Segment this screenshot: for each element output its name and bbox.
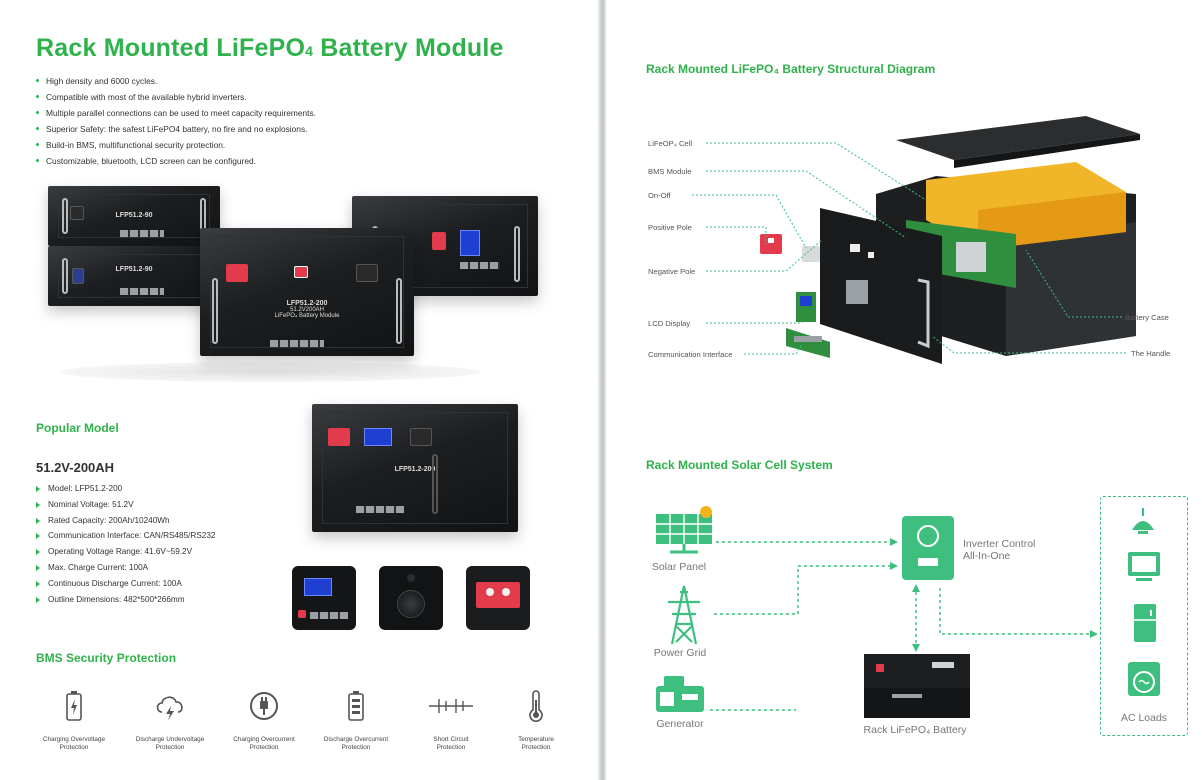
spec-item: Model: LFP51.2-200 [36,481,215,497]
spec-item: Continuous Discharge Current: 100A [36,576,215,592]
popular-model-heading: Popular Model [36,421,119,435]
power-grid-icon [668,585,700,645]
terminal-detail [466,566,530,630]
battery-label: LFP51.2-200 51.2V200AH LiFePO₄ Battery M… [274,300,340,319]
feature-item: Compatible with most of the available hy… [36,89,316,105]
label-onoff: On-Off [648,191,671,200]
plug-circle-icon [249,691,279,726]
battery-module-front: LFP51.2-200 51.2V200AH LiFePO₄ Battery M… [200,228,414,356]
fridge-icon [1134,604,1156,642]
label-power-grid: Power Grid [653,647,707,659]
feature-list: High density and 6000 cycles. Compatible… [36,73,316,169]
model-name: 51.2V-200AH [36,460,115,475]
spec-item: Rated Capacity: 200Ah/10240Wh [36,513,215,529]
bluetooth-knob-detail [379,566,443,630]
generator-icon [656,676,704,712]
label-negative-pole: Negative Pole [648,267,696,276]
spec-item: Nominal Voltage: 51.2V [36,497,215,513]
spec-item: Max. Charge Current: 100A [36,560,215,576]
battery-bars-icon [347,690,365,727]
short-circuit-icon [429,696,473,721]
label-solar-panel: Solar Panel [651,561,707,573]
solar-system-heading: Rack Mounted Solar Cell System [646,458,833,472]
label-communication-interface: Communication Interface [648,350,733,359]
right-page: Rack Mounted LiFePO₄ Battery Structural … [606,0,1202,780]
feature-item: High density and 6000 cycles. [36,73,316,89]
product-shadow [60,362,480,382]
page-gutter [596,0,608,780]
negative-terminal [410,428,432,446]
inverter-icon [902,516,954,580]
label-ac-loads: AC Loads [1120,712,1168,724]
label-handle: The Handle [1131,349,1171,358]
lcd-screen [364,428,392,446]
feature-item: Build-in BMS, multifunctional security p… [36,137,316,153]
spec-item: Communication Interface: CAN/RS485/RS232 [36,528,215,544]
thermometer-icon [528,689,544,727]
bms-heading: BMS Security Protection [36,651,177,665]
lamp-icon [1132,508,1154,534]
negative-terminal [356,264,378,282]
left-page: Rack Mounted LiFePO4 Battery Module High… [0,0,598,780]
label-rack-battery: Rack LiFePO₄ Battery [863,724,967,736]
label-generator: Generator [656,718,704,730]
battery-label: LFP51.2-90 [115,266,153,273]
spec-item: Outline Dimensions: 482*500*266mm [36,592,215,608]
label-battery-case: Battery Case [1125,313,1169,322]
exploded-battery-illustration [760,116,1140,364]
feature-item: Superior Safety: the safest LiFePO4 batt… [36,121,316,137]
spec-list: Model: LFP51.2-200 Nominal Voltage: 51.2… [36,481,215,607]
positive-terminal [226,264,248,282]
label-lcd-display: LCD Display [648,319,691,328]
cloud-bolt-icon [154,692,186,725]
label-bms: BMS Module [648,167,692,176]
washer-icon [1128,662,1160,696]
solar-flow-diagram [656,506,1160,718]
structural-diagram-heading: Rack Mounted LiFePO₄ Battery Structural … [646,62,936,76]
feature-item: Multiple parallel connections can be use… [36,105,316,121]
ac-loads-box [1100,496,1188,736]
battery-bolt-icon [65,690,83,727]
tv-icon [1128,552,1160,581]
battery-module-bottom-left: LFP51.2-90 [48,246,220,306]
positive-terminal [328,428,350,446]
popular-battery-render: LFP51.2-200 [312,404,518,532]
battery-label: LFP51.2-200 [394,466,436,473]
battery-module-top-left: LFP51.2-90 [48,186,220,246]
lcd-panel-detail [292,566,356,630]
leader-lines [692,142,1126,355]
battery-label: LFP51.2-90 [115,212,153,219]
spec-item: Operating Voltage Range: 41.6V~59.2V [36,544,215,560]
label-cell: LiFeOP₄ Cell [648,139,693,148]
feature-item: Customizable, bluetooth, LCD screen can … [36,153,316,169]
label-positive-pole: Positive Pole [648,223,692,232]
solar-panel-icon [656,506,712,554]
page-title: Rack Mounted LiFePO4 Battery Module [36,34,504,62]
rack-battery-icon [864,654,970,718]
